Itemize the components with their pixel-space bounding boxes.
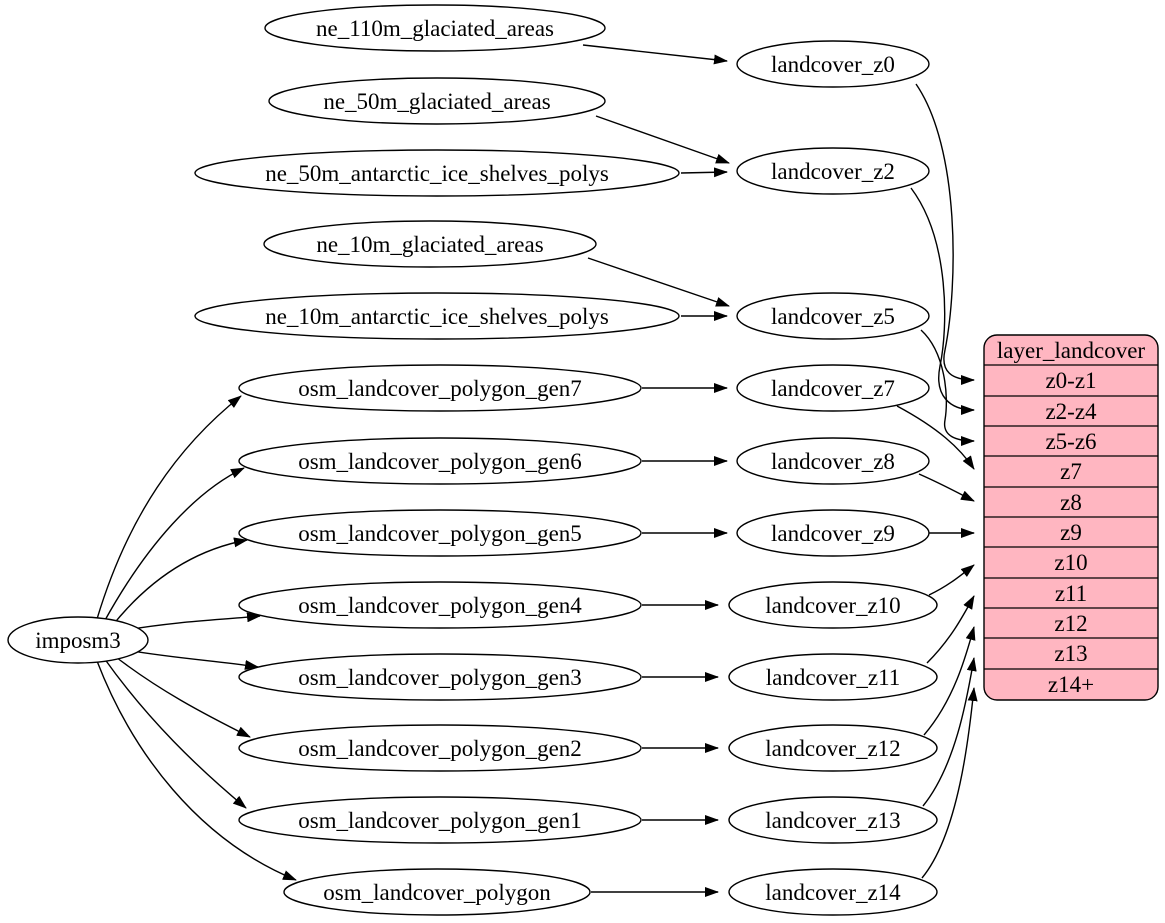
- node-label: osm_landcover_polygon_gen5: [298, 521, 582, 546]
- edge-z2-row: [910, 187, 975, 415]
- edge-z12-row: [923, 626, 976, 736]
- node-label: landcover_z8: [771, 449, 895, 474]
- edge-imposm3-gen1: [103, 657, 247, 809]
- node-label: ne_10m_antarctic_ice_shelves_polys: [265, 304, 609, 329]
- node-osm-landcover-polygon-gen1: osm_landcover_polygon_gen1: [238, 796, 642, 844]
- edge-imposm3-gen6: [103, 467, 245, 623]
- edge-imposm3-gen5: [111, 537, 248, 627]
- node-imposm3: imposm3: [7, 616, 149, 664]
- layer-row-z14plus: z14+: [1048, 672, 1094, 697]
- node-label: ne_50m_antarctic_ice_shelves_polys: [265, 161, 609, 186]
- node-osm-landcover-polygon-gen4: osm_landcover_polygon_gen4: [238, 581, 642, 629]
- node-ne-10m-glaciated-areas: ne_10m_glaciated_areas: [263, 220, 597, 268]
- edge-ne110m-z0: [582, 44, 728, 65]
- node-label: ne_110m_glaciated_areas: [316, 16, 554, 41]
- node-label: landcover_z10: [765, 593, 900, 618]
- edge-imposm3-gen3: [125, 649, 259, 670]
- edge-z10-row: [928, 564, 975, 596]
- node-landcover-z8: landcover_z8: [736, 437, 930, 485]
- layer-row-z9: z9: [1060, 520, 1082, 545]
- layer-row-z8: z8: [1060, 490, 1082, 515]
- edge-ne50m-glaciated-z2: [595, 115, 730, 164]
- node-landcover-z7: landcover_z7: [736, 364, 930, 412]
- edge-z11-row: [926, 595, 975, 664]
- layer-row-z5-z6: z5-z6: [1045, 429, 1096, 454]
- edge-z14-row: [921, 687, 978, 879]
- layer-row-z12: z12: [1054, 611, 1087, 636]
- layer-row-z7: z7: [1060, 459, 1082, 484]
- node-osm-landcover-polygon-gen7: osm_landcover_polygon_gen7: [238, 364, 642, 412]
- node-landcover-z9: landcover_z9: [736, 509, 930, 557]
- layer-row-z0-z1: z0-z1: [1045, 368, 1096, 393]
- node-ne-50m-glaciated-areas: ne_50m_glaciated_areas: [268, 77, 606, 125]
- node-label: osm_landcover_polygon_gen1: [298, 808, 582, 833]
- edge-imposm3-gen2: [111, 653, 251, 738]
- layer-row-z10: z10: [1054, 550, 1087, 575]
- node-label: osm_landcover_polygon_gen3: [298, 665, 582, 690]
- edge-z0-row: [915, 83, 975, 385]
- node-landcover-z0: landcover_z0: [736, 40, 930, 88]
- layer-row-z2-z4: z2-z4: [1045, 399, 1097, 424]
- node-label: landcover_z7: [771, 376, 895, 401]
- edge-group: [96, 44, 978, 897]
- edge-imposm3-gen4: [125, 612, 261, 631]
- node-layer-landcover: layer_landcover z0-z1 z2-z4 z5-z6 z7 z8 …: [983, 334, 1159, 701]
- node-label: osm_landcover_polygon: [323, 880, 551, 905]
- edge-z8-row: [918, 473, 975, 502]
- edge-imposm3-polygon: [96, 660, 297, 881]
- node-label: landcover_z11: [766, 665, 901, 690]
- node-osm-landcover-polygon-gen5: osm_landcover_polygon_gen5: [238, 509, 642, 557]
- node-landcover-z13: landcover_z13: [728, 796, 938, 844]
- edge-ne50m-antarctic-z2: [680, 167, 728, 178]
- edge-z7-row: [896, 405, 975, 470]
- layer-row-z13: z13: [1054, 641, 1087, 666]
- edge-z13-row: [922, 657, 977, 807]
- node-label: osm_landcover_polygon_gen7: [298, 376, 582, 401]
- node-label: landcover_z14: [765, 880, 901, 905]
- node-ne-50m-antarctic-ice-shelves-polys: ne_50m_antarctic_ice_shelves_polys: [194, 149, 680, 197]
- node-landcover-z14: landcover_z14: [728, 868, 938, 916]
- node-label: landcover_z12: [765, 736, 900, 761]
- node-landcover-z12: landcover_z12: [728, 724, 938, 772]
- node-label: osm_landcover_polygon_gen4: [298, 593, 582, 618]
- node-label: landcover_z5: [771, 304, 895, 329]
- node-label: ne_10m_glaciated_areas: [316, 232, 543, 257]
- node-label: osm_landcover_polygon_gen6: [298, 449, 582, 474]
- node-osm-landcover-polygon-gen3: osm_landcover_polygon_gen3: [238, 653, 642, 701]
- layer-row-z11: z11: [1055, 581, 1087, 606]
- node-landcover-z2: landcover_z2: [736, 147, 930, 195]
- layer-table-title: layer_landcover: [997, 338, 1145, 363]
- node-landcover-z11: landcover_z11: [728, 653, 938, 701]
- edge-imposm3-gen7: [96, 395, 242, 620]
- node-ne-110m-glaciated-areas: ne_110m_glaciated_areas: [264, 4, 606, 52]
- node-label: imposm3: [35, 628, 121, 653]
- edge-ne10m-glaciated-z5: [587, 257, 730, 307]
- node-landcover-z5: landcover_z5: [736, 292, 930, 340]
- node-osm-landcover-polygon-gen6: osm_landcover_polygon_gen6: [238, 437, 642, 485]
- edge-z5-row: [920, 329, 975, 446]
- node-label: osm_landcover_polygon_gen2: [298, 736, 582, 761]
- node-label: landcover_z0: [771, 52, 895, 77]
- node-osm-landcover-polygon-gen2: osm_landcover_polygon_gen2: [238, 724, 642, 772]
- node-landcover-z10: landcover_z10: [728, 581, 938, 629]
- node-label: landcover_z9: [771, 521, 895, 546]
- node-osm-landcover-polygon: osm_landcover_polygon: [283, 868, 591, 916]
- node-label: landcover_z13: [765, 808, 900, 833]
- node-label: ne_50m_glaciated_areas: [323, 89, 550, 114]
- node-ne-10m-antarctic-ice-shelves-polys: ne_10m_antarctic_ice_shelves_polys: [194, 292, 680, 340]
- node-label: landcover_z2: [771, 159, 895, 184]
